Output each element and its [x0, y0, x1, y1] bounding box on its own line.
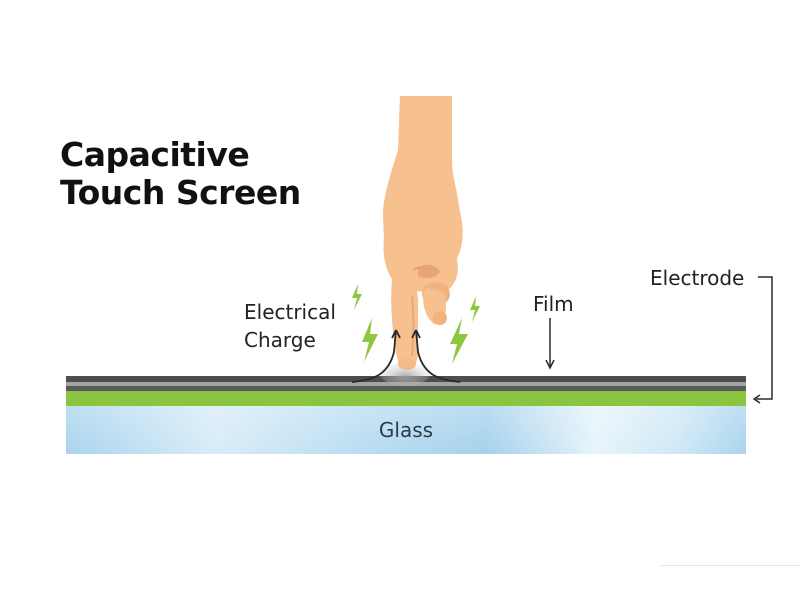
glass-label: Glass	[378, 418, 434, 442]
title-line-1: Capacitive	[60, 135, 250, 174]
pointing-hand-icon	[383, 96, 463, 370]
electrical-charge-label: Electrical Charge	[244, 298, 336, 354]
charge-label-line-1: Electrical	[244, 300, 336, 324]
lightning-bolt-icon	[352, 284, 480, 364]
electrode-layer	[66, 391, 746, 406]
divider-line	[660, 565, 800, 566]
film-label: Film	[533, 292, 574, 316]
diagram-title: Capacitive Touch Screen	[60, 136, 301, 212]
arrow-icon	[391, 329, 421, 339]
title-line-2: Touch Screen	[60, 173, 301, 212]
electrode-label: Electrode	[650, 266, 745, 290]
charge-label-line-2: Charge	[244, 328, 316, 352]
